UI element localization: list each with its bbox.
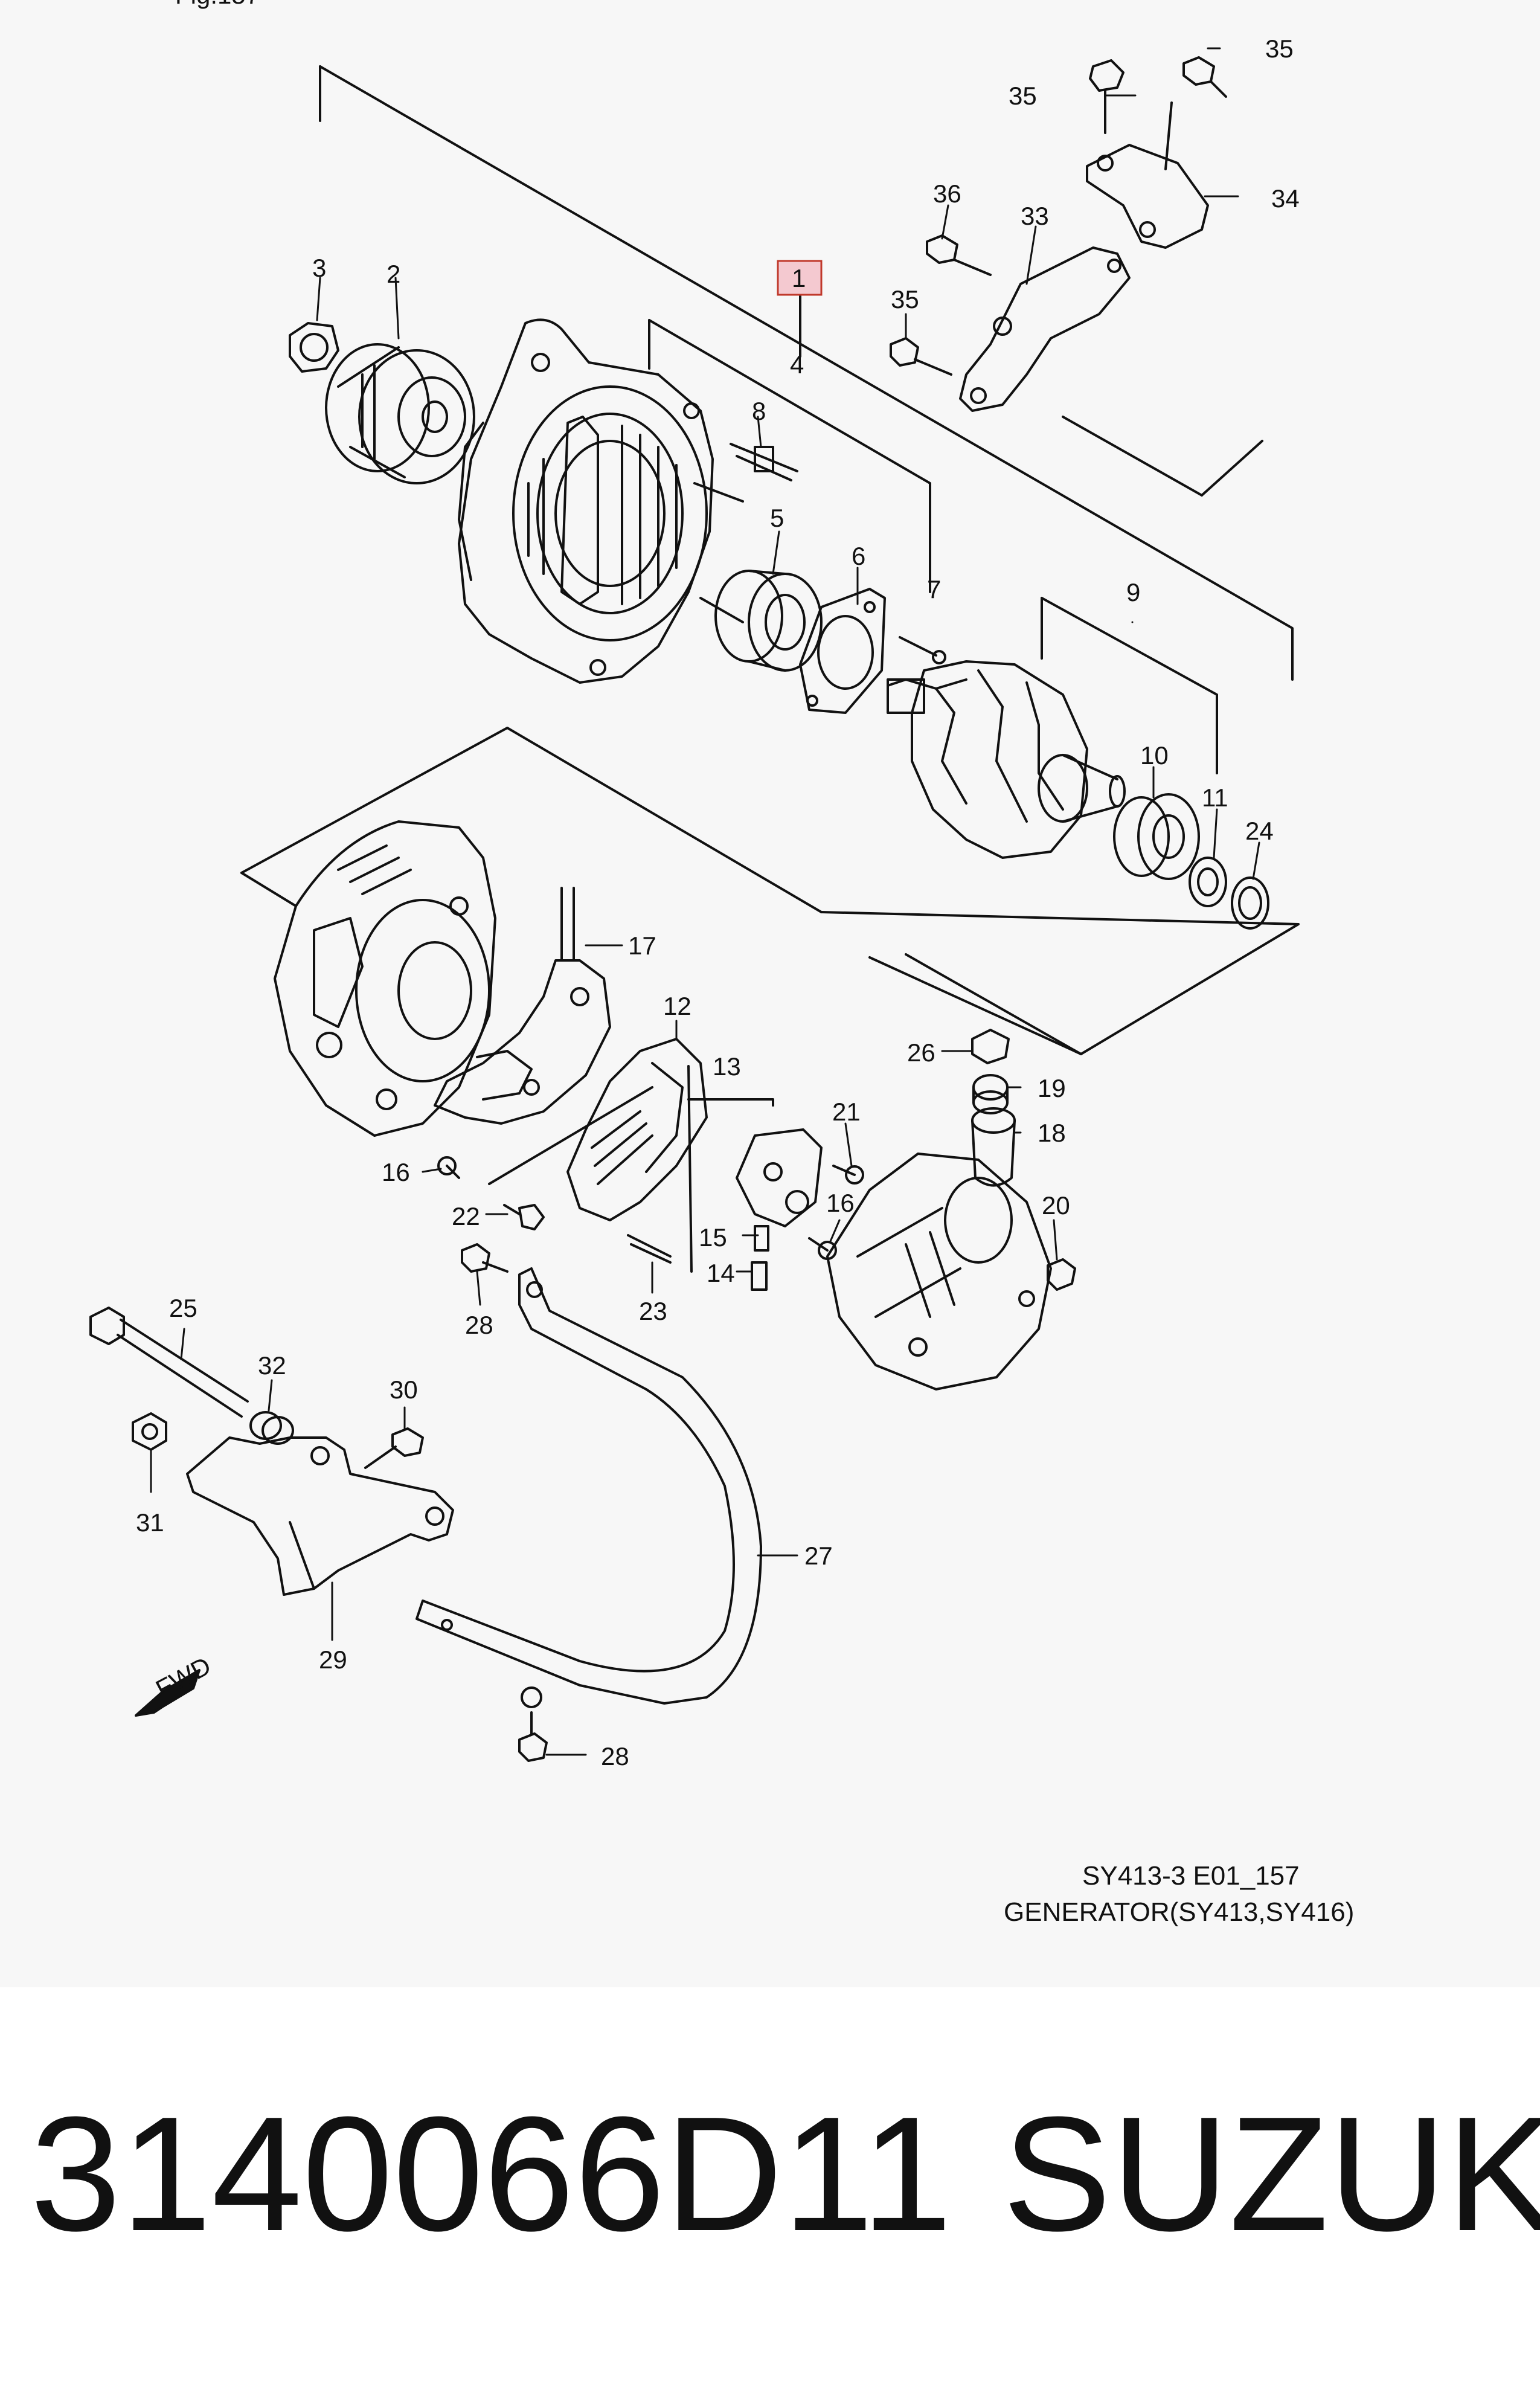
callout-3: 3 (312, 254, 326, 282)
spring-part-15 (754, 1225, 769, 1252)
callout-32: 32 (258, 1351, 286, 1380)
callout-29: 29 (319, 1645, 347, 1674)
rear-housing (274, 820, 496, 1137)
callout-13: 13 (713, 1052, 741, 1081)
callout-14: 14 (707, 1259, 735, 1287)
bracket-part-34 (1086, 101, 1209, 249)
upper-assembly-outline (319, 65, 1294, 774)
bracket-part-33 (959, 246, 1131, 412)
callout-28-b: 28 (601, 1742, 629, 1770)
callout-30: 30 (390, 1375, 418, 1404)
callout-labels: 1 2 3 4 5 6 7 8 9 10 11 12 13 14 15 16 1… (136, 34, 1300, 1770)
callout-5: 5 (770, 504, 784, 532)
bracket-part-29 (186, 1436, 454, 1596)
rings-part-11-24 (1189, 857, 1269, 930)
stud-part-8 (730, 443, 798, 481)
callout-35-b: 35 (1265, 34, 1294, 63)
rear-cover (826, 1153, 1052, 1391)
bolt-part-35-b (1182, 56, 1227, 98)
bolt-part-28-b (518, 1711, 548, 1762)
callout-28-a: 28 (465, 1311, 493, 1339)
callout-1: 1 (792, 264, 806, 292)
callout-19: 19 (1038, 1074, 1066, 1102)
forward-direction-arrow (135, 1669, 201, 1717)
callout-25: 25 (169, 1294, 197, 1322)
nut-part-26 (971, 1029, 1010, 1064)
regulator-part-12 (566, 1038, 708, 1221)
figure-title-partial: Fig.157 (175, 0, 260, 9)
callout-20: 20 (1042, 1191, 1070, 1220)
callout-16-a: 16 (382, 1158, 410, 1186)
bolt-part-25 (89, 1307, 249, 1418)
pulley-part-2 (325, 343, 475, 484)
diagram-reference-code: SY413-3 E01_157 (1082, 1861, 1300, 1891)
caption-area (0, 1987, 1540, 2392)
callout-34: 34 (1271, 184, 1300, 213)
callout-10: 10 (1140, 741, 1169, 770)
callout-22: 22 (452, 1202, 480, 1230)
exploded-parts-diagram: Fig.157 (89, 0, 1354, 1927)
rotor-part-9 (887, 660, 1126, 859)
callout-12: 12 (663, 992, 691, 1020)
rectifier-part-17 (434, 887, 611, 1125)
collar-part-32 (249, 1411, 294, 1445)
bearing-part-10 (1113, 793, 1200, 880)
bearing-part-5 (714, 570, 823, 672)
screw-part-16-a (437, 1156, 460, 1179)
callout-26: 26 (907, 1038, 935, 1067)
callout-8: 8 (752, 397, 766, 425)
brush-part-14 (751, 1261, 768, 1291)
callout-23: 23 (639, 1297, 667, 1325)
callout-33: 33 (1021, 202, 1049, 230)
bolt-part-30 (364, 1427, 424, 1469)
screw-part-23 (627, 1234, 672, 1264)
callout-24: 24 (1245, 817, 1274, 845)
bolt-part-35-a (1089, 59, 1125, 134)
brand-name: SUZUKI (1003, 2083, 1540, 2265)
leader-lines (150, 47, 1260, 1756)
callout-35-c: 35 (891, 285, 919, 313)
callout-2: 2 (387, 260, 400, 288)
front-housing (458, 318, 744, 684)
callout-7: 7 (927, 575, 941, 603)
callout-18: 18 (1038, 1119, 1066, 1147)
callout-31: 31 (136, 1508, 164, 1537)
callout-35-a: 35 (1009, 82, 1037, 110)
callout-27: 27 (804, 1542, 833, 1570)
screw-part-7 (899, 636, 946, 664)
callout-15: 15 (699, 1223, 727, 1252)
highlighted-callout-box (777, 260, 823, 296)
bolt-part-28-a (461, 1243, 509, 1273)
callout-17: 17 (628, 931, 656, 960)
part-number: 3140066D11 (30, 2083, 952, 2265)
callout-6: 6 (852, 542, 865, 570)
nut-part-31 (132, 1412, 167, 1451)
shield-part-27 (415, 1267, 762, 1708)
callout-9: 9 (1126, 578, 1140, 606)
callout-4: 4 (790, 350, 804, 379)
callout-36: 36 (933, 179, 961, 208)
screw-part-22 (503, 1204, 545, 1230)
callout-11: 11 (1202, 783, 1228, 812)
lower-assembly-outline (240, 727, 1300, 1273)
diagram-panel: Fig.157 (89, 0, 1355, 1927)
insulator-part-19 (972, 1074, 1009, 1114)
retainer-plate-part-6 (799, 588, 886, 714)
bolt-part-36 (926, 234, 992, 276)
screw-part-21 (832, 1165, 864, 1185)
nut-part-3 (289, 322, 339, 373)
callout-21: 21 (832, 1098, 861, 1126)
nut-part-20 (1047, 1258, 1076, 1291)
diagram-title: GENERATOR(SY413,SY416) (1004, 1897, 1354, 1927)
bolt-part-35-c (890, 337, 952, 376)
brush-holder-part-13 (736, 1128, 823, 1227)
callout-16-b: 16 (826, 1189, 855, 1217)
